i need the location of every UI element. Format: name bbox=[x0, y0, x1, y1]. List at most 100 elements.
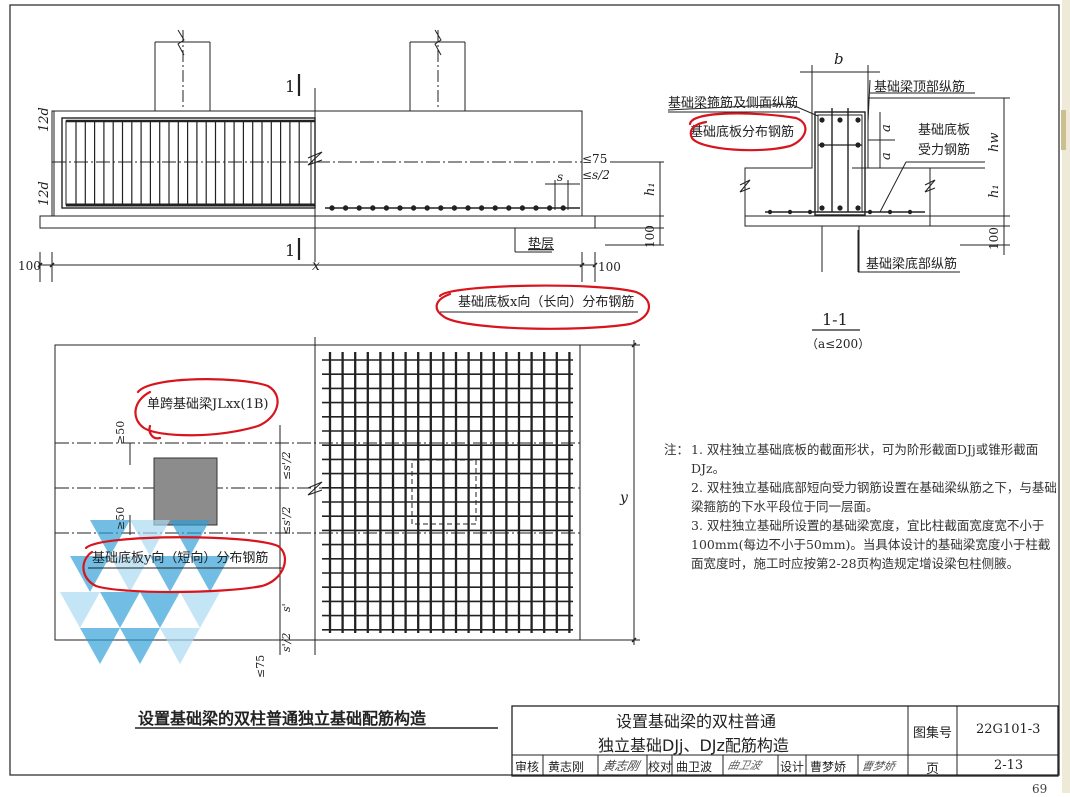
section-bar-dots bbox=[767, 117, 913, 215]
design-label: 设计 bbox=[780, 760, 805, 774]
review-label: 审核 bbox=[515, 760, 540, 774]
rebar-dot bbox=[342, 205, 349, 211]
cut-mark-bottom: 1 bbox=[285, 241, 295, 260]
page-number: 2-13 bbox=[994, 758, 1024, 773]
rebar-dot bbox=[370, 205, 376, 211]
designer-name: 曹梦娇 bbox=[810, 760, 847, 774]
label-bottom-bars: 基础梁底部纵筋 bbox=[866, 256, 957, 272]
atlas-label: 图集号 bbox=[913, 726, 953, 741]
label-short-dist: 基础底板y向（短向）分布钢筋 bbox=[92, 550, 268, 566]
label-slab-main-2: 受力钢筋 bbox=[918, 142, 970, 158]
dim-ge50-top: ≥50 bbox=[114, 421, 127, 444]
watermark-triangle bbox=[140, 592, 180, 628]
section-b: b bbox=[834, 50, 844, 68]
label-long-dist: 基础底板x向（长向）分布钢筋 bbox=[458, 294, 634, 310]
dim-12d-bottom: 12d bbox=[37, 181, 52, 206]
note-item: 2. 双柱独立基础底部短向受力钢筋设置在基础梁纵筋之下，与基础梁箍筋的下水平段位… bbox=[691, 480, 1057, 514]
title-line-1: 设置基础梁的双柱普通 bbox=[616, 712, 777, 731]
red-circle-beam bbox=[134, 378, 279, 440]
dim-100-right: 100 bbox=[643, 225, 657, 248]
red-circle-long-dist bbox=[435, 284, 650, 330]
rebar-dot bbox=[519, 205, 526, 211]
section-subtitle: （a≤200） bbox=[806, 337, 870, 351]
red-circle-short-dist bbox=[82, 536, 287, 594]
label-slab-main-1: 基础底板 bbox=[918, 122, 970, 138]
watermark-triangle bbox=[100, 592, 140, 628]
rebar-dot bbox=[478, 205, 485, 211]
rebar-dot bbox=[855, 117, 861, 123]
rebar-dot bbox=[383, 205, 390, 211]
red-circle-slab-dist bbox=[688, 112, 807, 152]
rebar-dot bbox=[424, 205, 430, 211]
dim-h1: h₁ bbox=[643, 182, 658, 196]
main-title: 设置基础梁的双柱普通独立基础配筋构造 bbox=[138, 709, 427, 728]
rebar-dot bbox=[867, 209, 873, 215]
dim-le75: ≤75 bbox=[582, 152, 607, 166]
reviewer-signature: 黄志刚 bbox=[601, 759, 641, 773]
rebar-dot bbox=[506, 205, 512, 211]
rebar-dot bbox=[546, 205, 553, 211]
red-annotations bbox=[82, 112, 807, 594]
rebar-dot bbox=[855, 205, 861, 211]
rebar-dot bbox=[855, 142, 861, 148]
dim-s2-a: ≤s'/2 bbox=[280, 451, 293, 480]
dim-s2-b: ≤s'/2 bbox=[280, 506, 293, 535]
watermark-triangle bbox=[110, 556, 150, 592]
label-top-bars: 基础梁顶部纵筋 bbox=[874, 79, 965, 95]
dim-les2: ≤s/2 bbox=[582, 168, 610, 182]
rebar-dot bbox=[837, 205, 843, 211]
atlas-number: 22G101-3 bbox=[976, 722, 1041, 737]
plan-rebar-grid bbox=[322, 352, 573, 633]
title-line-2: 独立基础DJj、DJz配筋构造 bbox=[598, 736, 789, 755]
section-dim100: 100 bbox=[987, 227, 1001, 250]
dim-y: y bbox=[619, 490, 629, 506]
dim-ge50-bottom: ≥50 bbox=[114, 507, 127, 530]
rebar-dot bbox=[438, 205, 444, 211]
title-block-lines bbox=[135, 705, 1059, 777]
scan-edge-right bbox=[1062, 0, 1070, 793]
checker-signature: 曲卫波 bbox=[726, 759, 763, 772]
dim-12d-top: 12d bbox=[37, 107, 52, 132]
column-section bbox=[153, 457, 218, 526]
dim-100-bottom: 100 bbox=[598, 260, 621, 274]
watermark-triangle bbox=[190, 556, 230, 592]
reviewer-name: 黄志刚 bbox=[548, 760, 585, 774]
watermark-triangle bbox=[120, 628, 160, 664]
rebar-dot bbox=[356, 205, 362, 211]
rebar-dot bbox=[887, 209, 893, 215]
watermark-triangle bbox=[150, 556, 190, 592]
label-beam: 单跨基础梁JLxx(1B) bbox=[147, 397, 268, 412]
watermark-triangle bbox=[80, 628, 120, 664]
rebar-dot bbox=[837, 117, 843, 123]
dim-x: x bbox=[312, 258, 320, 274]
checker-name: 曲卫波 bbox=[676, 760, 713, 774]
label-stirrups-side: 基础梁箍筋及侧面纵筋 bbox=[668, 95, 798, 111]
rebar-dot bbox=[397, 205, 403, 211]
rebar-dot bbox=[767, 209, 773, 215]
dim-100-left: 100 bbox=[18, 259, 41, 273]
page-label: 页 bbox=[926, 762, 940, 777]
watermark-triangle bbox=[70, 556, 110, 592]
corner-page-number: 69 bbox=[1032, 782, 1048, 796]
notes-label: 注： bbox=[664, 442, 690, 457]
dim-s2-c: s'/2 bbox=[280, 633, 293, 652]
dim-s-prime: s' bbox=[280, 603, 293, 612]
watermark-triangle bbox=[60, 592, 100, 628]
rebar-dot bbox=[807, 209, 813, 215]
dim-le75-plan: ≤75 bbox=[254, 655, 267, 678]
note-item: 3. 双柱独立基础所设置的基础梁宽度，宜比柱截面宽度宽不小于100mm(每边不小… bbox=[691, 518, 1051, 571]
section-h1: h₁ bbox=[987, 184, 1002, 198]
label-slab-dist: 基础底板分布钢筋 bbox=[690, 124, 794, 140]
rebar-dot bbox=[329, 205, 335, 211]
cut-mark-top: 1 bbox=[285, 77, 295, 96]
rebar-dot bbox=[787, 209, 793, 215]
dim-s: s bbox=[557, 170, 563, 184]
stirrups bbox=[75, 121, 300, 205]
watermark-triangle bbox=[160, 628, 200, 664]
rebar-dot bbox=[492, 205, 498, 211]
section-a-top: a bbox=[879, 124, 894, 132]
section-a-bottom: a bbox=[879, 152, 894, 160]
rebar-dot bbox=[533, 205, 539, 211]
